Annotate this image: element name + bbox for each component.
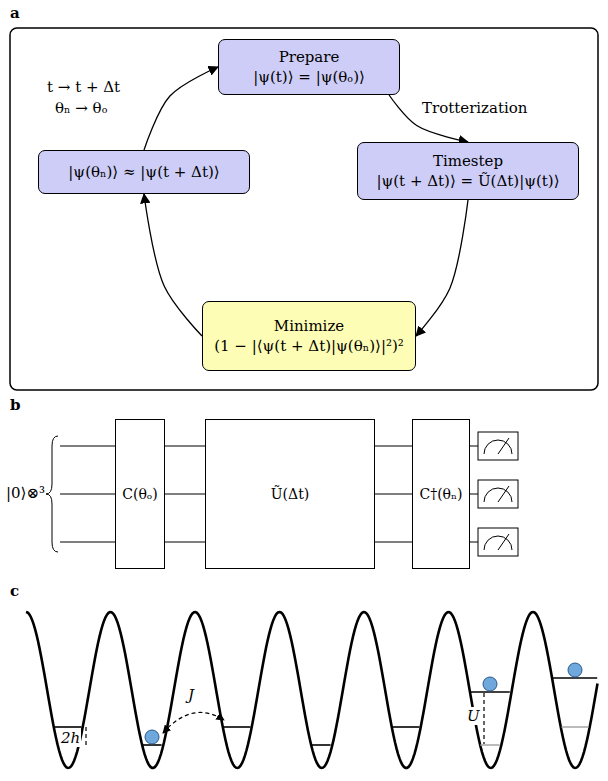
panel-letter: a [10, 4, 20, 22]
qubit-wire [375, 542, 412, 543]
register-label: |0⟩⊗³ [6, 484, 45, 502]
optical-lattice [26, 612, 598, 768]
energy-markers [86, 693, 484, 745]
interaction-label: U [466, 707, 481, 725]
node-text: Minimize [274, 316, 344, 336]
node-text: |ψ(t + Δt)⟩ = Ũ(Δt)|ψ(t)⟩ [376, 171, 559, 191]
qubit-wire [165, 542, 205, 543]
gate-box: C(θₒ) [115, 419, 165, 569]
state-box: |ψ(θₙ)⟩ ≈ |ψ(t + Δt)⟩ [38, 150, 250, 194]
node-text: Timestep [433, 151, 503, 171]
qubit-wire [375, 494, 412, 495]
qubit-wire [165, 494, 205, 495]
node-text: C(θₒ) [122, 485, 157, 504]
node-text: Ũ(Δt) [271, 485, 309, 504]
qubit-wire [375, 446, 412, 447]
gate-box: C†(θₙ) [412, 419, 470, 569]
energy-label: 2h [60, 729, 81, 747]
energy-level [562, 726, 589, 728]
panel-frame [10, 28, 598, 390]
panel-letter: c [10, 582, 19, 600]
node-text: C†(θₙ) [419, 485, 462, 504]
prepare-box: Prepare|ψ(t)⟩ = |ψ(θₒ)⟩ [218, 39, 400, 95]
tunneling-label: J [187, 686, 195, 704]
meter-symbol [478, 432, 518, 556]
panel-letter: b [10, 396, 21, 414]
energy-level [55, 726, 82, 728]
energy-level [224, 726, 251, 728]
node-text: Prepare [279, 47, 340, 67]
node-text: (1 − |⟨ψ(t + Δt)|ψ(θₙ)⟩|²)² [214, 336, 404, 356]
minimize-box: Minimize(1 − |⟨ψ(t + Δt)|ψ(θₙ)⟩|²)² [202, 301, 416, 371]
gate-box: Ũ(Δt) [205, 419, 375, 569]
node-text: |ψ(θₙ)⟩ ≈ |ψ(t + Δt)⟩ [68, 162, 219, 182]
flow-arrow [144, 67, 218, 150]
energy-level [393, 726, 420, 728]
energy-level [311, 744, 330, 746]
flow-arrow [416, 200, 468, 336]
qubit-wires [60, 446, 478, 542]
node-text: |ψ(t)⟩ = |ψ(θₒ)⟩ [253, 67, 365, 87]
energy-level [480, 744, 499, 746]
update-label: θₙ → θₒ [54, 99, 108, 117]
flow-arrow [144, 194, 202, 336]
atoms [145, 663, 582, 744]
edge-label: Trotterization [421, 99, 528, 117]
brace [46, 436, 58, 552]
flow-arrow [389, 95, 468, 142]
lattice-potential [26, 612, 598, 768]
qubit-wire [165, 446, 205, 447]
timestep-box: Timestep|ψ(t + Δt)⟩ = Ũ(Δt)|ψ(t)⟩ [357, 142, 579, 200]
edge-label: t → t + Δt [46, 78, 121, 96]
